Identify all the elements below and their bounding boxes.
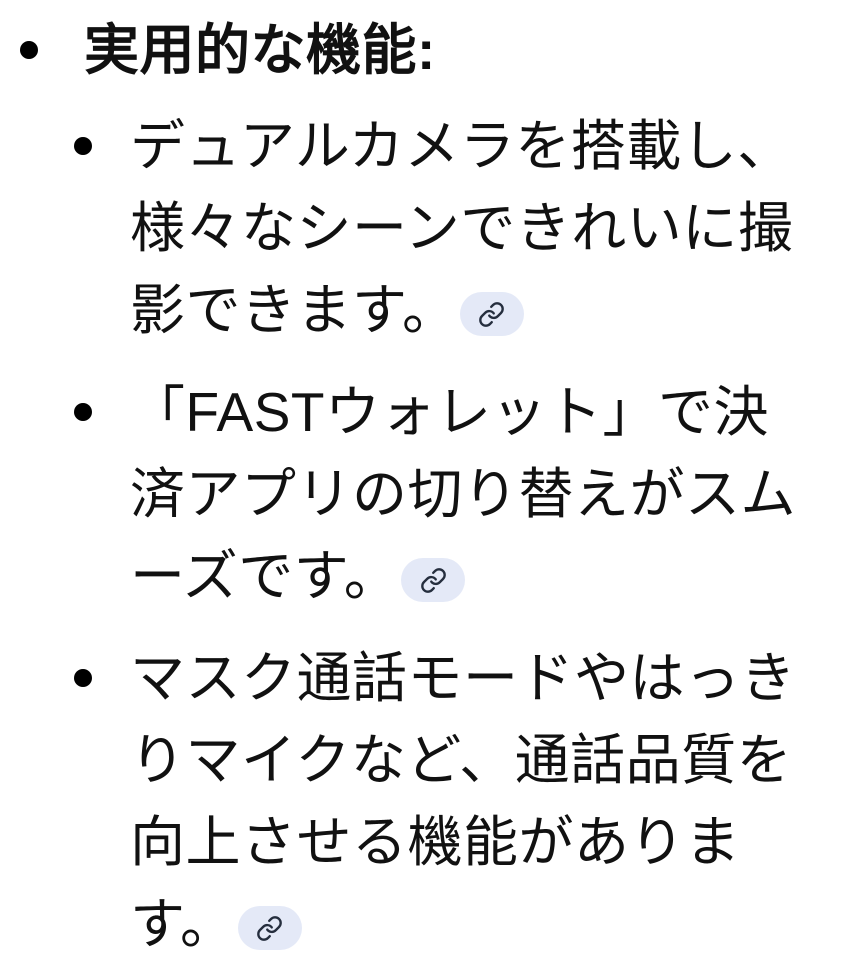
bullet-marker bbox=[74, 669, 92, 687]
list-item-text: マスク通話モードやはっきりマイクなど、通話品質を向上させる機能があります。 bbox=[130, 647, 797, 955]
link-icon bbox=[257, 916, 282, 941]
link-icon bbox=[420, 568, 446, 593]
inner-list: デュアルカメラを搭載し、様々なシーンできれいに撮影できます。 「FASTウォレッ… bbox=[74, 105, 864, 965]
citation-link-button[interactable] bbox=[401, 558, 466, 603]
link-icon bbox=[479, 302, 504, 327]
list-item: 「FASTウォレット」で決済アプリの切り替えがスムーズです。 bbox=[74, 371, 806, 617]
outer-list-item: 実用的な機能: デュアルカメラを搭載し、様々なシーンできれいに撮影できます。 「… bbox=[0, 9, 864, 965]
bullet-marker bbox=[20, 41, 38, 59]
bullet-marker bbox=[74, 403, 92, 421]
list-item: マスク通話モードやはっきりマイクなど、通話品質を向上させる機能があります。 bbox=[74, 637, 806, 965]
list-item-text: 「FASTウォレット」で決済アプリの切り替えがスムーズです。 bbox=[130, 381, 797, 607]
list-heading: 実用的な機能: bbox=[84, 19, 436, 81]
bullet-marker bbox=[74, 137, 92, 155]
list-item: デュアルカメラを搭載し、様々なシーンできれいに撮影できます。 bbox=[74, 105, 806, 351]
list-item-text: デュアルカメラを搭載し、様々なシーンできれいに撮影できます。 bbox=[130, 115, 794, 341]
citation-link-button[interactable] bbox=[237, 906, 302, 951]
outer-list: 実用的な機能: デュアルカメラを搭載し、様々なシーンできれいに撮影できます。 「… bbox=[0, 9, 864, 965]
citation-link-button[interactable] bbox=[459, 292, 524, 337]
